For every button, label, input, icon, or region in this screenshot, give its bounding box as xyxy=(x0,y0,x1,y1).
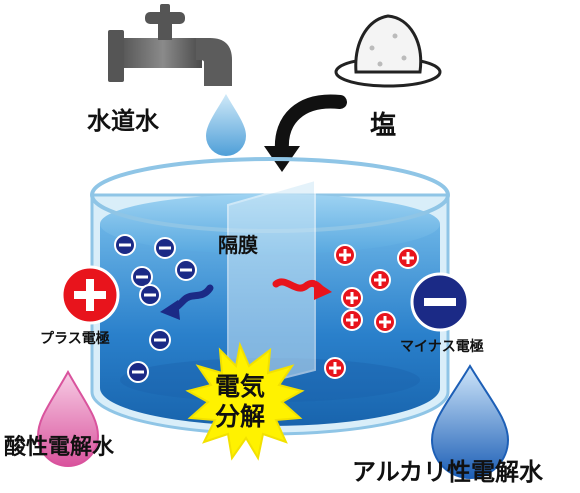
anion-flow-arrow xyxy=(160,284,214,320)
acidic-water-drop-icon xyxy=(36,369,100,467)
membrane-label: 隔膜 xyxy=(218,233,258,257)
salt-pile-icon xyxy=(334,14,442,88)
negative-ion xyxy=(114,234,136,256)
positive-ion xyxy=(341,287,363,309)
negative-ion xyxy=(139,284,161,306)
acidic-water-label: 酸性電解水 xyxy=(4,435,115,460)
minus-electrode-label: マイナス電極 xyxy=(400,339,484,355)
tap-water-label: 水道水 xyxy=(87,107,159,135)
electrolysis-burst-icon xyxy=(185,341,305,461)
positive-ion xyxy=(324,357,346,379)
salt-label: 塩 xyxy=(370,111,397,141)
positive-ion xyxy=(341,309,363,331)
electrolysis-label-line1: 電気 xyxy=(214,372,265,401)
negative-ion xyxy=(175,259,197,281)
tap-water-drop-icon xyxy=(206,94,246,156)
faucet-icon xyxy=(108,4,232,86)
membrane xyxy=(227,178,316,394)
negative-ion xyxy=(127,361,149,383)
plus-electrode xyxy=(60,265,120,325)
negative-ion xyxy=(149,329,171,351)
alkaline-water-label: アルカリ性電解水 xyxy=(352,458,544,486)
negative-ions xyxy=(114,234,197,383)
positive-ion xyxy=(374,311,396,333)
positive-ions xyxy=(324,244,419,379)
positive-ion xyxy=(397,247,419,269)
negative-ion xyxy=(131,266,153,288)
electrolysis-label-line2: 分解 xyxy=(214,402,265,431)
positive-ion xyxy=(334,244,356,266)
alkaline-water-drop-icon xyxy=(430,364,510,479)
negative-ion xyxy=(154,237,176,259)
electrolysis-label: 電気 分解 xyxy=(200,372,280,432)
cation-flow-arrow xyxy=(272,278,332,300)
minus-electrode xyxy=(410,272,470,332)
plus-electrode-label: プラス電極 xyxy=(40,331,110,347)
positive-ion xyxy=(369,269,391,291)
